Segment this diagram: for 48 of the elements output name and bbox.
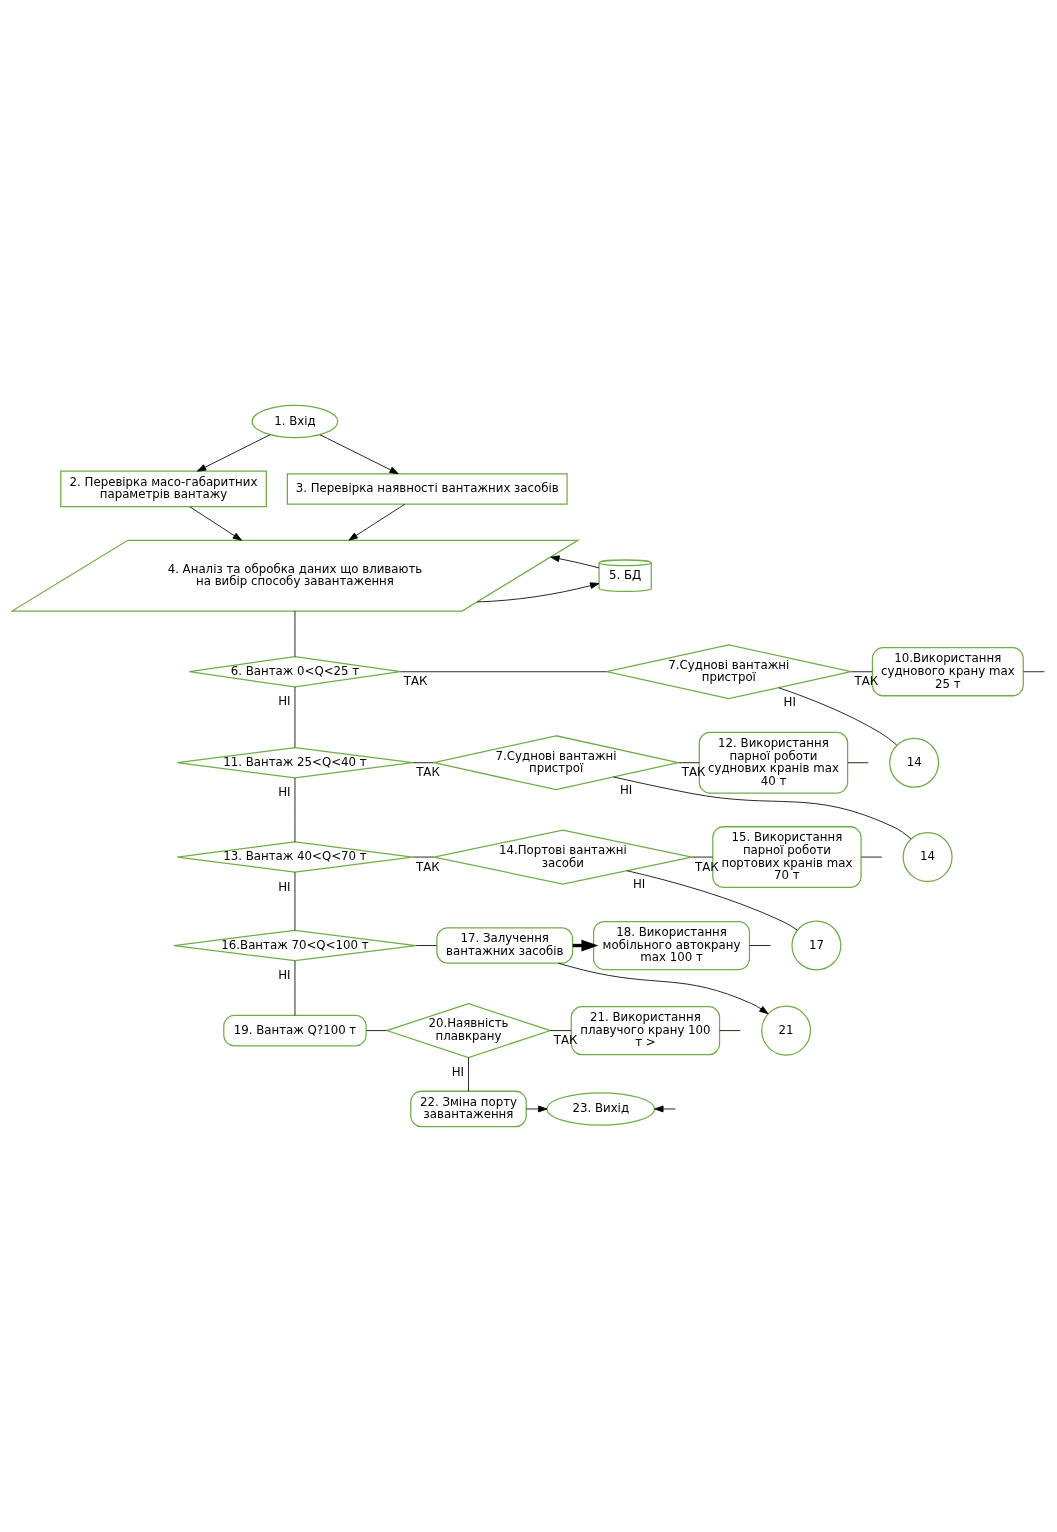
- node-circle: 17: [791, 920, 842, 971]
- node-diamond: 20.Наявність плавкрану: [384, 1002, 553, 1059]
- node-ellipse: 1. Вхід: [251, 404, 339, 439]
- connector: [719, 1030, 741, 1031]
- arrow: [654, 1105, 676, 1113]
- connector: [778, 687, 898, 746]
- node-box: 2. Перевірка масо-габаритних параметрів вантажу: [60, 470, 267, 508]
- edge-label: НІ: [278, 694, 291, 709]
- node-diamond: 6. Вантаж 0<Q<25 т: [188, 655, 402, 688]
- arrow: [189, 506, 242, 541]
- connector: [749, 945, 771, 946]
- node-box: 17. Залучення вантажних засобів: [436, 927, 574, 964]
- node-box: 3. Перевірка наявності вантажних засобів: [286, 473, 568, 505]
- node-circle: 14: [889, 737, 940, 788]
- arrow: [319, 434, 399, 475]
- edge-label: НІ: [278, 785, 291, 800]
- edge-label: НІ: [278, 968, 291, 983]
- connector: [613, 776, 912, 840]
- arrow: [557, 962, 769, 1015]
- connector: [415, 945, 438, 946]
- connector: [549, 1030, 572, 1031]
- node-circle: 14: [902, 832, 953, 883]
- arrow: [525, 1105, 548, 1113]
- connector: [677, 762, 700, 764]
- edge-label: НІ: [633, 876, 646, 891]
- arrow: [476, 582, 600, 603]
- connector: [366, 1030, 387, 1031]
- node-diamond: 13. Вантаж 40<Q<70 т: [176, 841, 414, 873]
- edge-label: НІ: [619, 782, 633, 797]
- edge-label: ТАК: [403, 674, 428, 689]
- node-box: 18. Використання мобільного автокрану max 100 т: [592, 920, 751, 971]
- edge-label: ТАК: [416, 765, 440, 780]
- node-diamond: 11. Вантаж 25<Q<40 т: [176, 746, 414, 779]
- node-ellipse: 23. Вихід: [546, 1092, 656, 1126]
- connector: [847, 762, 869, 764]
- arrow: [196, 434, 271, 472]
- connector: [850, 671, 873, 673]
- connector: [468, 1057, 469, 1092]
- node-box: 19. Вантаж Q?100 т: [223, 1014, 367, 1047]
- edge-label: ТАК: [416, 859, 440, 874]
- arrow: [348, 503, 406, 541]
- edge-label: НІ: [278, 879, 291, 894]
- node-box: 22. Зміна порту завантаження: [410, 1090, 527, 1128]
- connector: [412, 762, 435, 764]
- connector: [626, 870, 798, 931]
- node-diamond: 16.Вантаж 70<Q<100 т: [173, 929, 417, 962]
- edge-label: НІ: [451, 1064, 465, 1079]
- arrow: [550, 555, 600, 569]
